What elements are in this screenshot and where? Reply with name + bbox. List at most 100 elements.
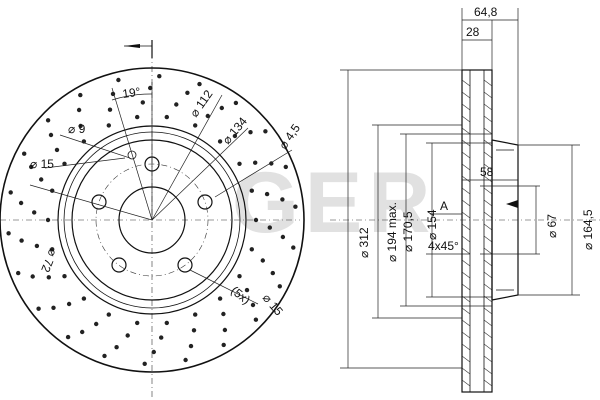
drill-hole <box>248 130 253 135</box>
front-view: 19° ⌀ 9 ⌀ 112 ⌀ 134 ⌀ 4,5 ⌀ 15 ⌀ 72 (5x)… <box>0 40 305 400</box>
drill-hole <box>253 160 258 165</box>
drill-hole <box>249 247 254 252</box>
leader-112 <box>151 94 223 221</box>
vane-hatch <box>461 163 471 171</box>
vane-hatch <box>461 211 471 219</box>
drill-hole <box>221 311 226 317</box>
drill-hole <box>237 274 242 279</box>
bolt-hole <box>111 257 127 273</box>
drill-hole <box>174 102 179 107</box>
angle-arc <box>111 93 153 101</box>
drill-hole <box>102 353 107 359</box>
vane-hatch <box>483 211 493 219</box>
vane-hatch <box>461 175 471 183</box>
vane-hatch <box>461 151 471 159</box>
drill-hole <box>157 74 162 79</box>
drill-hole <box>277 284 282 289</box>
drill-hole <box>80 329 85 335</box>
drill-hole <box>94 321 99 327</box>
leader-15 <box>44 157 126 169</box>
drill-hole <box>250 302 256 308</box>
label-dia-67: ⌀ 67 <box>545 214 559 238</box>
vane-hatch <box>483 271 493 279</box>
vane-hatch <box>483 307 493 315</box>
drill-hole <box>222 327 228 333</box>
leader-72 <box>29 184 153 221</box>
vane-hatch <box>483 91 493 99</box>
drill-hole <box>8 190 13 195</box>
drill-hole <box>185 90 190 96</box>
drill-hole <box>19 238 24 243</box>
label-count-5x: (5x) <box>228 283 253 307</box>
drill-hole <box>188 343 194 349</box>
drill-hole <box>140 100 145 105</box>
vane-hatch <box>483 319 493 327</box>
drill-hole <box>151 349 156 355</box>
vane-hatch <box>461 127 471 135</box>
drill-hole <box>283 164 288 170</box>
drill-hole <box>269 161 274 166</box>
drill-hole <box>267 225 272 230</box>
disc-outer-edge <box>0 67 305 373</box>
drill-hole <box>164 114 169 120</box>
vane-hatch <box>483 331 493 339</box>
drill-hole <box>107 107 113 112</box>
drill-hole <box>193 123 198 128</box>
label-width-64-8: 64,8 <box>474 5 498 19</box>
drill-hole <box>219 105 224 111</box>
drill-hole <box>164 320 169 326</box>
label-width-28: 28 <box>466 25 480 39</box>
drill-hole <box>191 328 197 333</box>
drill-hole <box>221 342 226 348</box>
vane-hatch <box>461 235 471 243</box>
label-dia-164-5: ⌀ 164,5 <box>581 209 595 250</box>
label-angle-19: 19° <box>121 85 141 101</box>
drill-hole <box>264 191 270 197</box>
drill-hole <box>217 296 223 301</box>
drill-hole <box>29 164 34 170</box>
drill-hole <box>142 361 147 366</box>
drill-hole <box>45 217 51 223</box>
vane-hatch <box>483 187 493 195</box>
drill-hole <box>45 118 51 123</box>
drill-hole <box>260 258 265 263</box>
vane-hatch <box>483 79 493 87</box>
drill-hole <box>6 231 11 236</box>
drill-hole <box>30 274 35 279</box>
vane-hatch <box>461 259 471 267</box>
drill-hole <box>116 77 121 83</box>
drill-hole <box>135 320 140 326</box>
drill-hole <box>159 335 164 340</box>
drill-hole <box>76 107 82 113</box>
vane-hatch <box>461 247 471 255</box>
vane-hatch <box>483 103 493 111</box>
drill-hole <box>253 217 259 223</box>
vane-hatch <box>483 115 493 123</box>
vane-hatch <box>483 163 493 171</box>
vane-hatch <box>483 343 493 351</box>
drill-hole <box>233 100 239 106</box>
drill-hole <box>114 345 119 350</box>
drill-hole <box>193 312 198 317</box>
watermark-text: GER <box>232 155 436 251</box>
drill-hole <box>183 357 188 363</box>
drill-hole <box>237 161 242 166</box>
drill-hole <box>135 114 140 120</box>
vane-hatch <box>461 91 471 99</box>
drill-hole <box>106 123 112 128</box>
drill-hole <box>197 81 202 87</box>
vane-hatch <box>483 199 493 207</box>
drill-hole <box>270 270 275 276</box>
drill-hole <box>36 306 41 311</box>
drill-hole <box>249 188 254 193</box>
drill-hole <box>293 204 298 209</box>
label-depth-58: 58 <box>480 165 494 179</box>
vane-hatch <box>483 379 493 387</box>
label-dia-194: ⌀ 194 max. <box>385 202 399 262</box>
vane-hatch <box>483 247 493 255</box>
drill-hole <box>39 177 44 182</box>
vane-hatch <box>461 319 471 327</box>
label-chamfer: 4x45° <box>428 239 459 253</box>
drill-hole <box>78 123 83 129</box>
drill-hole <box>125 333 130 338</box>
